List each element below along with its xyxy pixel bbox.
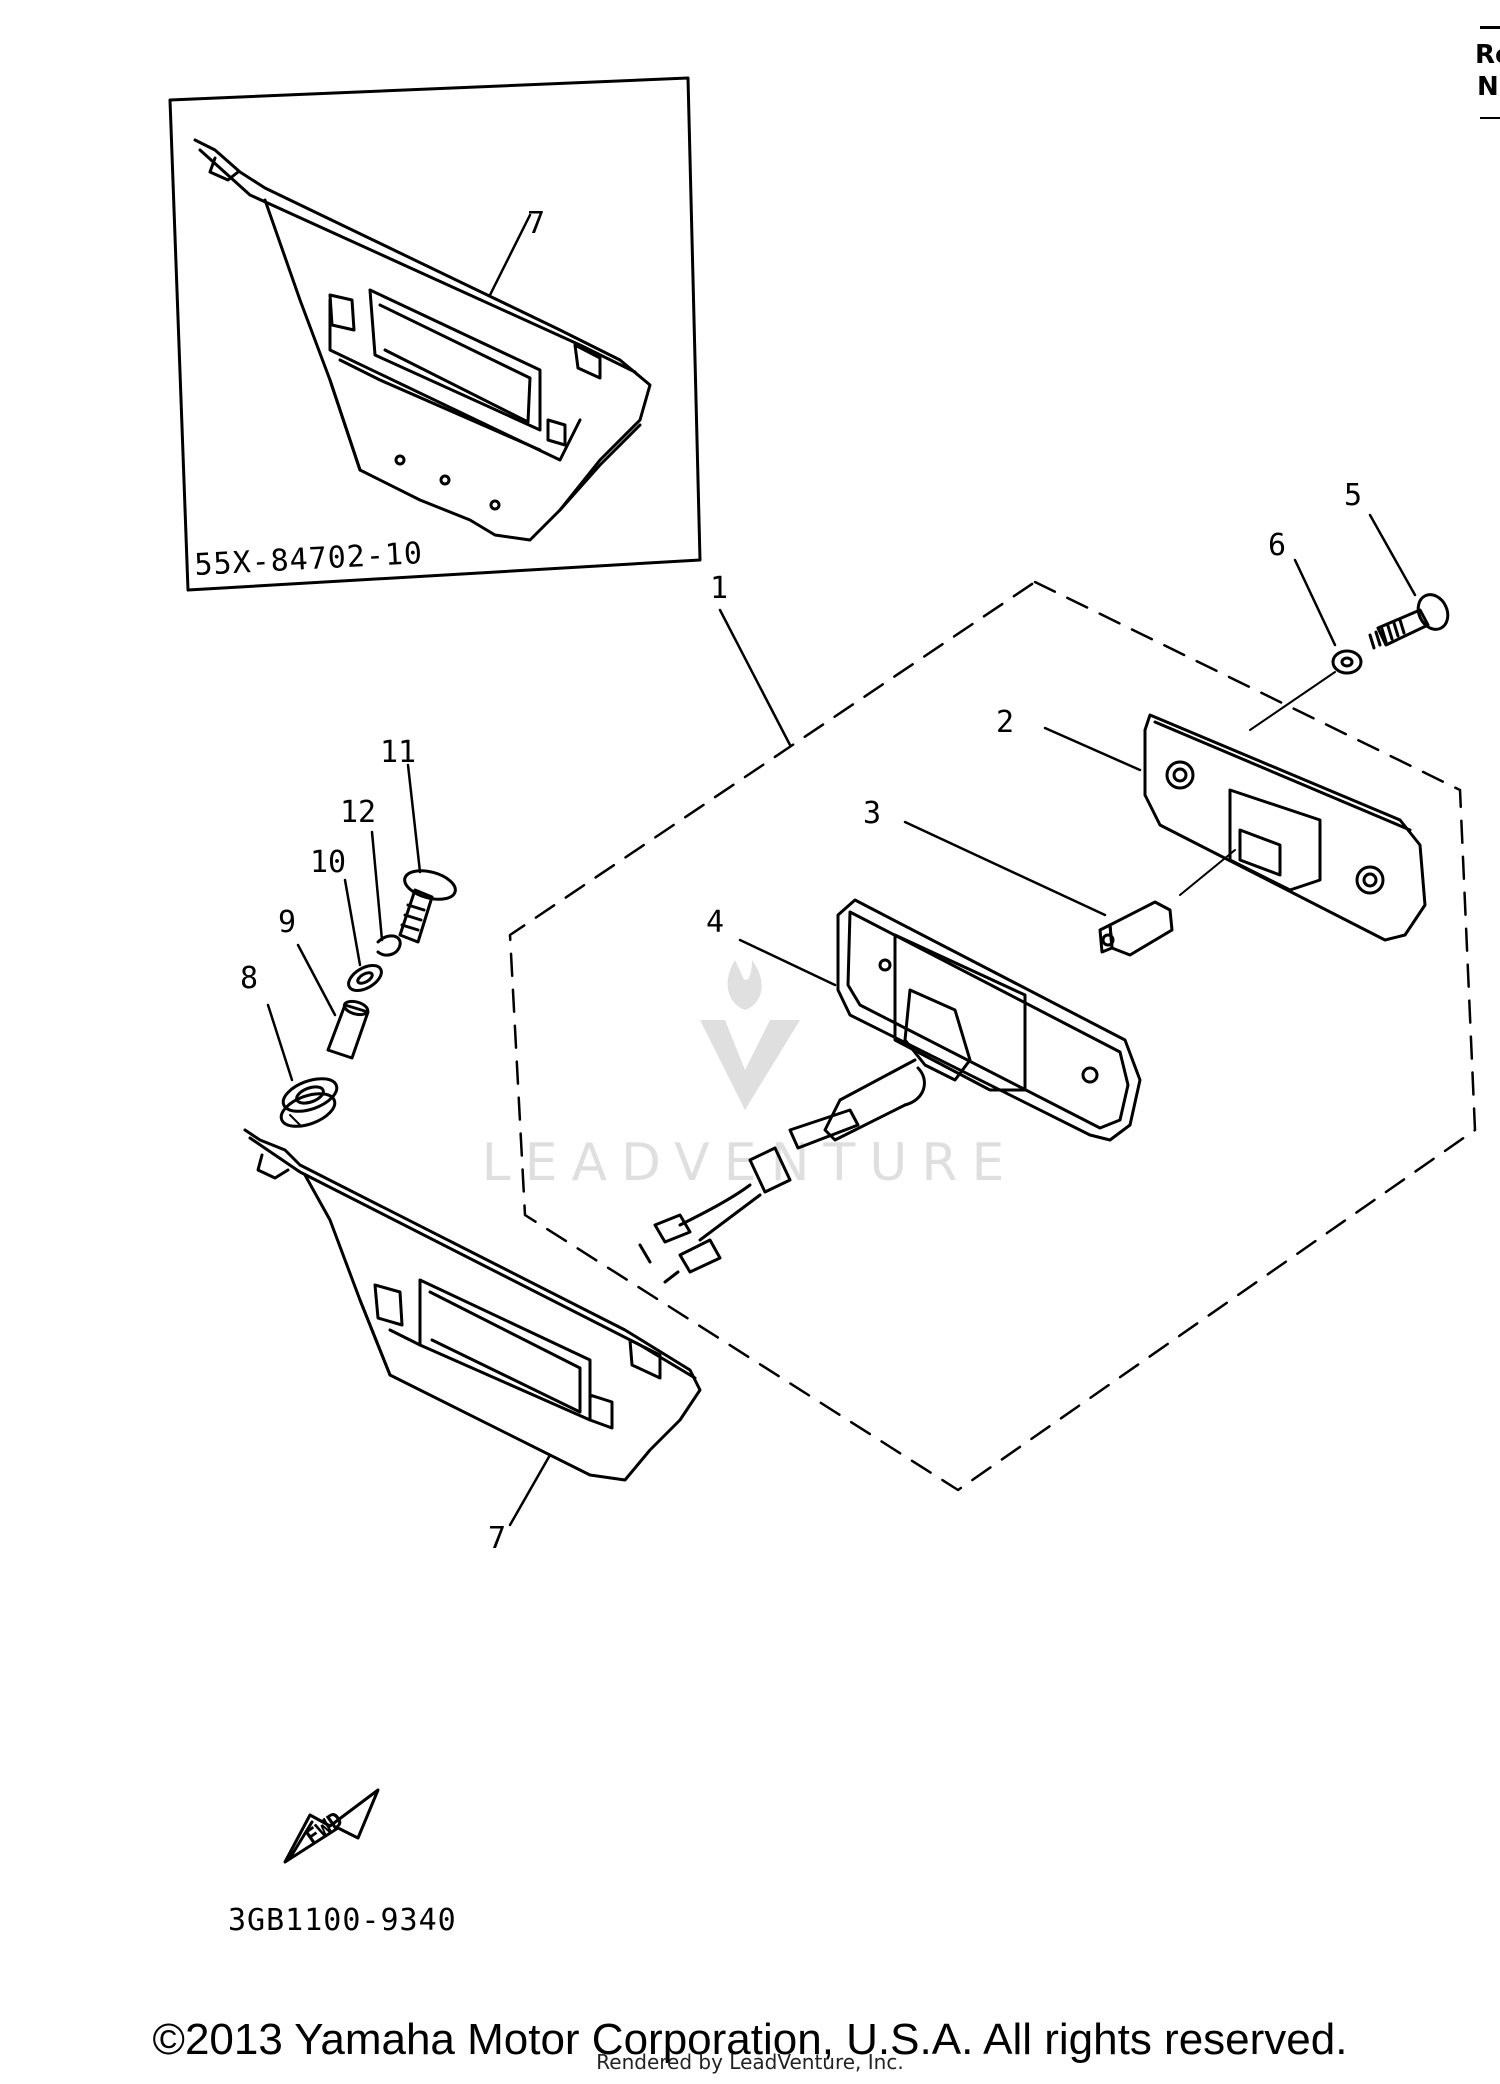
leader-line bbox=[903, 820, 1107, 917]
bolt-drawing bbox=[398, 869, 457, 944]
header-rule bbox=[1480, 26, 1500, 29]
leader-line bbox=[1368, 513, 1417, 597]
callout-11: 11 bbox=[380, 735, 416, 770]
assembly-boundary bbox=[508, 580, 1477, 1492]
screw-drawing bbox=[1368, 593, 1450, 650]
watermark-text: LEADVENTURE bbox=[482, 1133, 1019, 1193]
leader-line bbox=[1179, 849, 1236, 896]
lamp-base-drawing bbox=[823, 898, 1142, 1142]
clip-drawing bbox=[376, 934, 402, 957]
inset-part-number: 55X-84702-10 bbox=[194, 536, 424, 583]
washer-small-drawing bbox=[347, 964, 383, 992]
wiring-plug-drawing bbox=[638, 1108, 860, 1284]
grommet-drawing bbox=[279, 1077, 339, 1128]
callout-5: 5 bbox=[1344, 478, 1362, 513]
callout-7-lower: 7 bbox=[488, 1521, 506, 1556]
leader-line bbox=[1249, 671, 1336, 731]
main-bracket-drawing bbox=[243, 1128, 702, 1482]
header-rule-lower bbox=[1480, 117, 1500, 119]
leader-line bbox=[738, 938, 837, 987]
fwd-label: FWD bbox=[301, 1808, 348, 1851]
leader-line bbox=[289, 1114, 301, 1126]
leader-line bbox=[296, 943, 337, 1017]
callout-7-inset: 7 bbox=[527, 206, 545, 241]
callout-6: 6 bbox=[1268, 528, 1286, 563]
bulb-drawing bbox=[1098, 900, 1174, 957]
callout-1: 1 bbox=[710, 571, 728, 606]
callout-9: 9 bbox=[278, 905, 296, 940]
rendered-by-notice: Rendered by LeadVenture, Inc. bbox=[596, 2050, 904, 2074]
leader-line bbox=[406, 763, 422, 874]
leader-line bbox=[488, 213, 532, 297]
header-fragment-re: Re bbox=[1475, 40, 1500, 70]
lens-housing-drawing bbox=[1143, 713, 1427, 942]
washer-drawing bbox=[1331, 649, 1363, 675]
leader-line bbox=[1293, 558, 1337, 647]
header-fragment-n: N bbox=[1477, 72, 1499, 102]
fwd-arrow-icon bbox=[283, 1788, 380, 1864]
watermark: LEADVENTURE bbox=[482, 960, 1019, 1193]
callout-3: 3 bbox=[863, 796, 881, 831]
callout-10: 10 bbox=[310, 845, 346, 880]
collar-drawing bbox=[326, 999, 370, 1060]
inset-bracket-drawing bbox=[193, 138, 652, 542]
callout-8: 8 bbox=[240, 961, 258, 996]
copyright-notice: ©2013 Yamaha Motor Corporation, U.S.A. A… bbox=[152, 2015, 1348, 2064]
leader-line bbox=[718, 608, 792, 747]
callout-4: 4 bbox=[706, 905, 724, 940]
diagram-code: 3GB1100-9340 bbox=[228, 1903, 457, 1938]
callout-12: 12 bbox=[340, 795, 376, 830]
inset-box bbox=[168, 76, 702, 592]
leader-line bbox=[370, 830, 384, 942]
leader-line bbox=[508, 1453, 552, 1527]
leader-line bbox=[266, 1003, 294, 1082]
callout-2: 2 bbox=[996, 705, 1014, 740]
leader-line bbox=[343, 878, 362, 967]
leader-line bbox=[1043, 726, 1142, 772]
